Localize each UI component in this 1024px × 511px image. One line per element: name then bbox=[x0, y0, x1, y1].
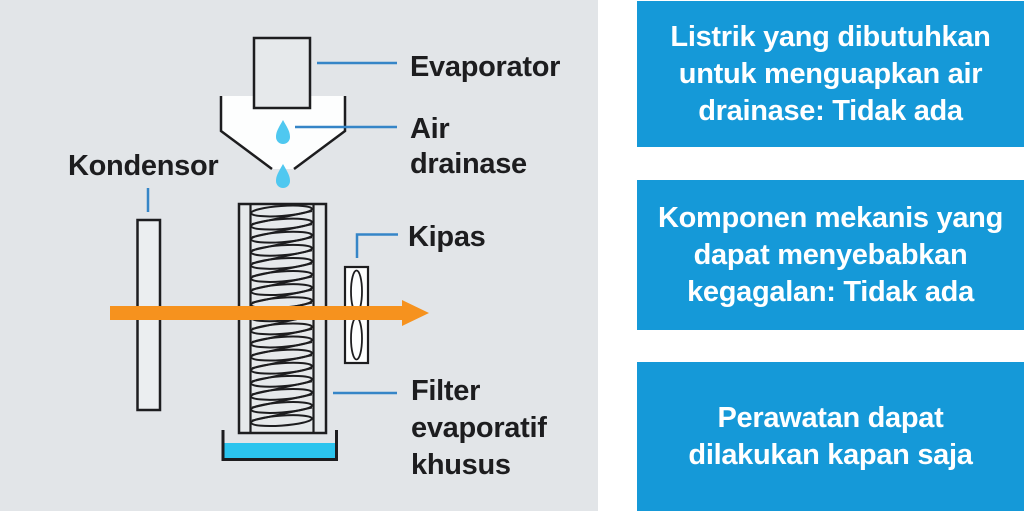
water-droplet-2 bbox=[276, 164, 290, 188]
water-droplet-1 bbox=[276, 120, 290, 144]
diagram-panel: Evaporator Air drainase Kondensor Kipas … bbox=[0, 0, 598, 511]
label-air-drainase: Air drainase bbox=[410, 113, 527, 180]
info-box-column: Listrik yang dibutuhkan untuk menguapkan… bbox=[637, 0, 1024, 511]
drain-funnel-outline-right bbox=[293, 96, 347, 171]
airflow-arrow bbox=[110, 300, 429, 326]
info-box-maintenance: Perawatan dapat dilakukan kapan saja bbox=[637, 362, 1024, 511]
info-box-mechanical: Komponen mekanis yang dapat menyebabkan … bbox=[637, 180, 1024, 330]
label-kondensor: Kondensor bbox=[68, 150, 219, 182]
info-box-electricity-text: Listrik yang dibutuhkan untuk menguapkan… bbox=[670, 20, 991, 127]
label-evaporator: Evaporator bbox=[410, 51, 561, 83]
system-diagram-graphic bbox=[110, 36, 429, 461]
drain-funnel-outline-left bbox=[219, 96, 273, 171]
evaporator-box bbox=[252, 36, 312, 110]
label-filter-evaporatif: Filter evaporatif khusus bbox=[411, 375, 547, 481]
info-box-electricity: Listrik yang dibutuhkan untuk menguapkan… bbox=[637, 1, 1024, 147]
info-box-mechanical-text: Komponen mekanis yang dapat menyebabkan … bbox=[658, 201, 1003, 308]
kipas-pointer-line bbox=[355, 233, 398, 258]
label-kipas: Kipas bbox=[408, 221, 486, 253]
basin-water bbox=[224, 443, 336, 460]
water-basin bbox=[221, 430, 338, 461]
info-box-maintenance-text: Perawatan dapat dilakukan kapan saja bbox=[688, 401, 973, 471]
